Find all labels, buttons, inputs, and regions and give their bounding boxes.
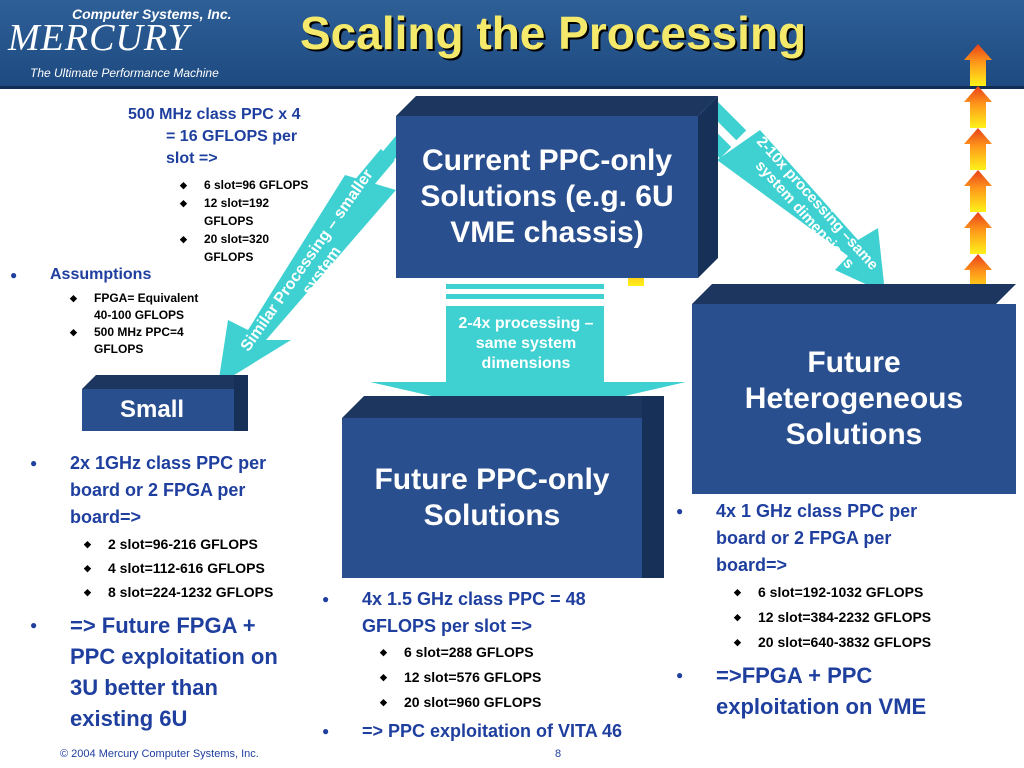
small-col-b1-line-2: board or 2 FPGA per xyxy=(70,480,246,500)
assumptions-list: FPGA= Equivalent 40-100 GFLOPS 500 MHz P… xyxy=(50,290,198,358)
list-item: 8 slot=224-1232 GFLOPS xyxy=(64,580,273,604)
list-item: 6 slot=288 GFLOPS xyxy=(360,640,541,665)
future-ppc-box: Future PPC-only Solutions xyxy=(342,418,642,578)
list-item: 12 slot=384-2232 GFLOPS xyxy=(714,605,931,630)
current-box-label: Current PPC-only Solutions (e.g. 6U VME … xyxy=(420,144,674,249)
small-col-list: 2 slot=96-216 GFLOPS 4 slot=112-616 GFLO… xyxy=(64,532,273,604)
future-het-box-label: Future Heterogeneous Solutions xyxy=(744,346,964,451)
future-ppc-box-label: Future PPC-only Solutions xyxy=(374,463,610,532)
list-item: 20 slot=320 xyxy=(160,230,308,248)
current-box-top xyxy=(396,96,718,116)
mid-col-b1-line-2: GFLOPS per slot => xyxy=(362,616,533,636)
small-col-bullet-2: => Future FPGA + PPC exploitation on 3U … xyxy=(30,610,278,734)
assumptions-heading: Assumptions xyxy=(10,264,151,286)
small-box-side xyxy=(234,375,248,431)
small-col-b2-line-4: existing 6U xyxy=(70,706,188,731)
list-item: GFLOPS xyxy=(204,250,254,264)
slide-title: Scaling the Processing xyxy=(300,7,807,59)
footer-copyright: © 2004 Mercury Computer Systems, Inc. xyxy=(60,748,259,760)
mid-col-list: 6 slot=288 GFLOPS 12 slot=576 GFLOPS 20 … xyxy=(360,640,541,715)
small-box-label: Small xyxy=(120,396,185,423)
assumptions-section: Assumptions xyxy=(10,264,151,286)
center-arrow xyxy=(370,284,686,418)
small-col-b1-line-3: board=> xyxy=(70,507,142,527)
right-col-bullet-2: =>FPGA + PPC exploitation on VME xyxy=(676,660,926,722)
list-item: 4 slot=112-616 GFLOPS xyxy=(64,556,273,580)
top-left-text: 500 MHz class PPC x 4 = 16 GFLOPS per sl… xyxy=(128,104,301,170)
center-arrow-label: 2-4x processing – same system dimensions xyxy=(458,315,594,372)
right-col-list: 6 slot=192-1032 GFLOPS 12 slot=384-2232 … xyxy=(714,580,931,655)
top-left-line-3: slot => xyxy=(166,150,218,167)
logo-company-line: Computer Systems, Inc. xyxy=(72,6,232,22)
small-col-bullet-1: 2x 1GHz class PPC per board or 2 FPGA pe… xyxy=(30,450,266,531)
list-item: 20 slot=640-3832 GFLOPS xyxy=(714,630,931,655)
list-item: 6 slot=192-1032 GFLOPS xyxy=(714,580,931,605)
list-item: 6 slot=96 GFLOPS xyxy=(160,176,308,194)
right-col-b2-line-2: exploitation on VME xyxy=(716,694,927,719)
logo-tagline: The Ultimate Performance Machine xyxy=(30,66,219,80)
list-item: 20 slot=960 GFLOPS xyxy=(360,690,541,715)
small-box: Small xyxy=(82,389,234,431)
small-col-b2-line-1: => Future FPGA + xyxy=(30,610,278,641)
small-col-b1-line-1: 2x 1GHz class PPC per xyxy=(30,450,266,477)
current-box-side xyxy=(698,96,718,278)
page-number: 8 xyxy=(555,748,562,760)
list-item: GFLOPS xyxy=(204,214,254,228)
small-col-b2-line-2: PPC exploitation on xyxy=(70,644,278,669)
right-col-b1-line-1: 4x 1 GHz class PPC per xyxy=(676,498,917,525)
header-banner xyxy=(0,0,1024,88)
future-ppc-box-top xyxy=(342,396,664,418)
future-het-box-top xyxy=(692,284,1016,304)
small-box-top xyxy=(82,375,248,389)
list-item: 12 slot=192 xyxy=(160,194,308,212)
future-heterogeneous-box: Future Heterogeneous Solutions xyxy=(692,304,1016,494)
right-col-b1-line-2: board or 2 FPGA per xyxy=(716,528,892,548)
list-item: 40-100 GFLOPS xyxy=(94,308,185,322)
list-item: 500 MHz PPC=4 xyxy=(50,324,198,341)
current-solutions-box: Current PPC-only Solutions (e.g. 6U VME … xyxy=(396,116,698,278)
right-col-b1-line-3: board=> xyxy=(716,555,788,575)
list-item: 12 slot=576 GFLOPS xyxy=(360,665,541,690)
mid-col-b2-line: => PPC exploitation of VITA 46 xyxy=(322,718,622,745)
mid-col-bullet-1: 4x 1.5 GHz class PPC = 48 GFLOPS per slo… xyxy=(322,586,586,640)
small-col-b2-line-3: 3U better than xyxy=(70,675,218,700)
list-item: FPGA= Equivalent xyxy=(50,290,198,307)
top-left-line-2: = 16 GFLOPS per xyxy=(166,128,298,145)
mercury-logo: MERCURY xyxy=(8,17,190,59)
mid-col-b1-line-1: 4x 1.5 GHz class PPC = 48 xyxy=(322,586,586,613)
top-left-line-1: 500 MHz class PPC x 4 xyxy=(128,106,301,123)
right-col-b2-line-1: =>FPGA + PPC xyxy=(676,660,926,691)
left-arrow xyxy=(218,175,396,385)
right-col-bullet-1: 4x 1 GHz class PPC per board or 2 FPGA p… xyxy=(676,498,917,579)
future-ppc-box-side xyxy=(642,396,664,578)
header-divider xyxy=(0,86,1024,89)
mid-col-bullet-2: => PPC exploitation of VITA 46 xyxy=(322,718,622,745)
top-left-list: 6 slot=96 GFLOPS 12 slot=192 GFLOPS 20 s… xyxy=(160,176,308,266)
list-item: GFLOPS xyxy=(94,342,144,356)
right-arrow xyxy=(717,130,885,293)
list-item: 2 slot=96-216 GFLOPS xyxy=(64,532,273,556)
